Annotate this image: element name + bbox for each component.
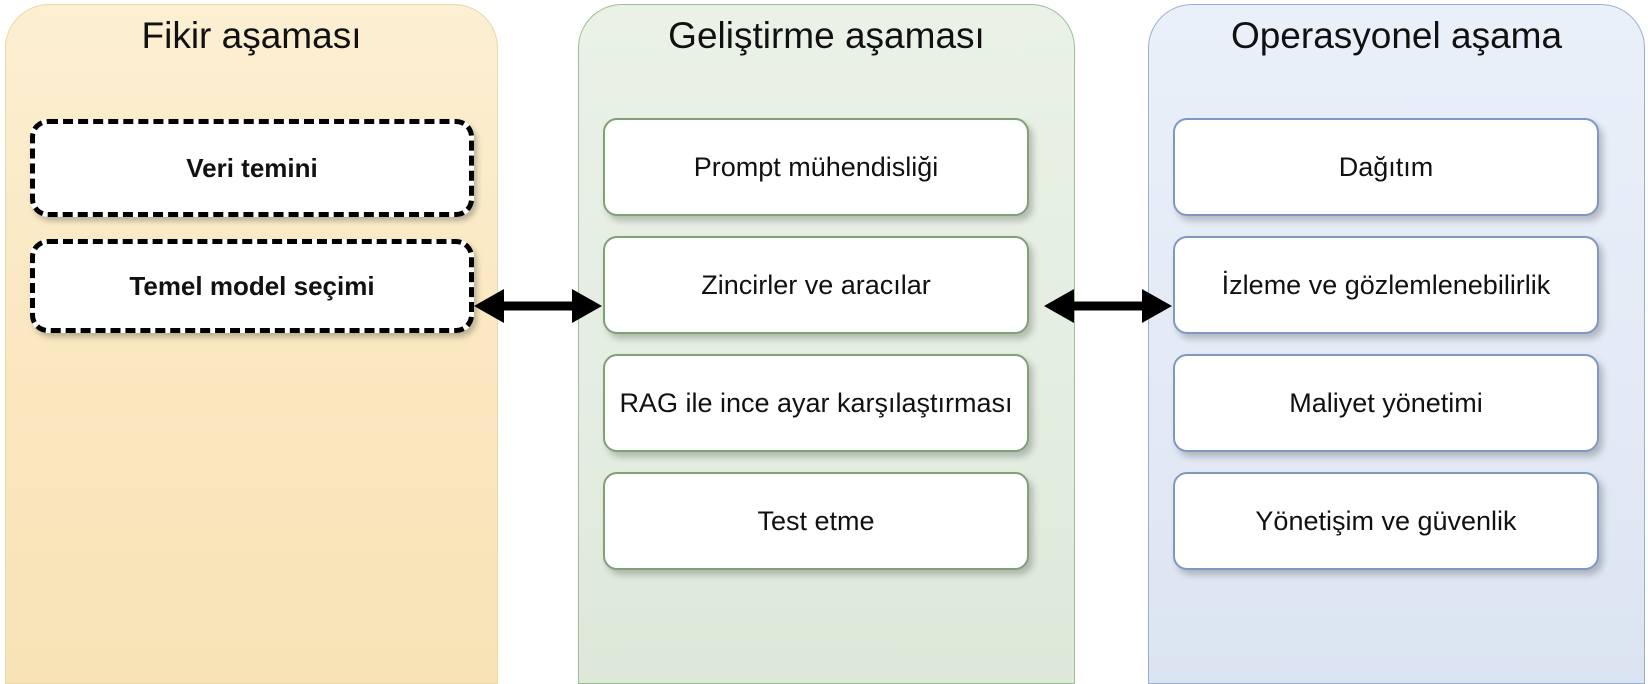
item-label: Prompt mühendisliği bbox=[693, 151, 939, 182]
diagram-canvas: Fikir aşaması Veri temini Temel model se… bbox=[5, 4, 1645, 684]
stage-title-development: Geliştirme aşaması bbox=[668, 15, 985, 56]
connector-idea-to-development bbox=[472, 278, 604, 334]
stage-panel-idea: Fikir aşaması Veri temini Temel model se… bbox=[5, 4, 498, 684]
stage-panel-operational: Operasyonel aşama Dağıtım İzleme ve gözl… bbox=[1148, 4, 1645, 684]
stage-title-operational: Operasyonel aşama bbox=[1230, 15, 1563, 56]
item-label: Dağıtım bbox=[1338, 151, 1434, 182]
item-label: Temel model seçimi bbox=[129, 270, 375, 301]
double-headed-arrow-icon bbox=[1044, 289, 1172, 323]
item-label: Zincirler ve aracılar bbox=[701, 269, 931, 300]
item-label: Yönetişim ve güvenlik bbox=[1255, 505, 1517, 536]
connector-development-to-operational bbox=[1042, 278, 1174, 334]
item-box-prompt-muhendisligi[interactable]: Prompt mühendisliği bbox=[603, 118, 1029, 216]
item-box-temel-model-secimi[interactable]: Temel model seçimi bbox=[30, 239, 474, 333]
item-label: Test etme bbox=[757, 505, 875, 536]
item-box-izleme-ve-gozlemlenebilirlik[interactable]: İzleme ve gözlemlenebilirlik bbox=[1173, 236, 1599, 334]
stage-title-idea: Fikir aşaması bbox=[141, 15, 362, 56]
item-box-rag-ince-ayar[interactable]: RAG ile ince ayar karşılaştırması bbox=[603, 354, 1029, 452]
item-label: RAG ile ince ayar karşılaştırması bbox=[619, 387, 1013, 418]
item-label: Maliyet yönetimi bbox=[1289, 387, 1483, 418]
item-box-zincirler-ve-aracilar[interactable]: Zincirler ve aracılar bbox=[603, 236, 1029, 334]
stage-panel-development: Geliştirme aşaması Prompt mühendisliği Z… bbox=[578, 4, 1075, 684]
double-headed-arrow-icon bbox=[474, 289, 602, 323]
item-label: Veri temini bbox=[186, 152, 318, 183]
item-box-maliyet-yonetimi[interactable]: Maliyet yönetimi bbox=[1173, 354, 1599, 452]
item-label: İzleme ve gözlemlenebilirlik bbox=[1221, 269, 1551, 300]
item-box-dagitim[interactable]: Dağıtım bbox=[1173, 118, 1599, 216]
item-box-yonetisim-ve-guvenlik[interactable]: Yönetişim ve güvenlik bbox=[1173, 472, 1599, 570]
item-box-veri-temini[interactable]: Veri temini bbox=[30, 119, 474, 217]
item-box-test-etme[interactable]: Test etme bbox=[603, 472, 1029, 570]
